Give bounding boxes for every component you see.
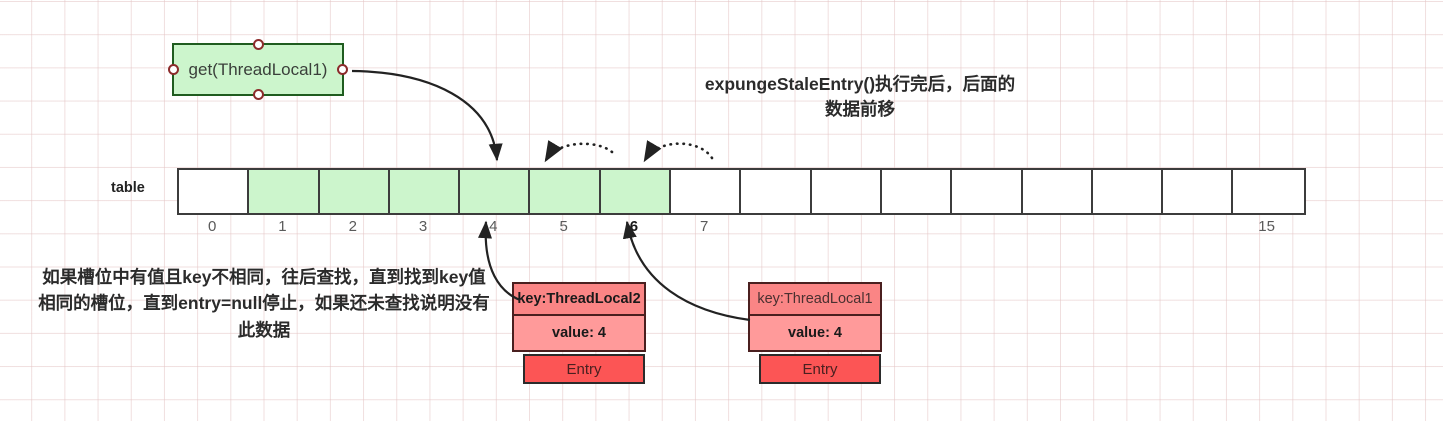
entry-key-cell: key:ThreadLocal1 [748,282,882,316]
table-index-0: 0 [207,218,217,235]
table-index-4: 4 [489,218,498,235]
entry-name-label: Entry [759,354,881,384]
table-cell-15[interactable] [1233,170,1304,213]
table-index-8 [739,218,809,238]
method-node-label: get(ThreadLocal1) [188,59,328,79]
table-index-15: 15 [1258,218,1275,235]
entry-name-label: Entry [523,354,645,384]
table-cell-10[interactable] [881,170,953,213]
table-index-14 [1161,218,1231,238]
table-cell-6[interactable] [600,170,672,213]
table-index-7: 7 [700,218,709,235]
connector-get-to-slot4 [351,69,503,162]
table-cell-8[interactable] [741,170,812,213]
connection-handle-left-icon[interactable] [168,64,179,75]
table-index-9 [810,218,880,238]
table-cell-4[interactable] [460,170,531,213]
table-cell-9[interactable] [811,170,882,213]
entry-value-cell: value: 4 [748,316,882,352]
table-index-3: 3 [418,218,428,235]
table-index-10 [880,218,950,238]
table-label: table [111,180,145,196]
table-cell-5[interactable] [530,170,601,213]
table-index-13 [1091,218,1161,238]
connection-handle-bottom-icon[interactable] [252,89,264,100]
table-cell-0[interactable] [179,170,250,213]
note-probe-rule: 如果槽位中有值且key不相同，往后查找，直到找到key值相同的槽位，直到entr… [38,267,490,340]
entry-value-cell: value: 4 [512,316,646,352]
connection-handle-top-icon[interactable] [252,39,264,50]
table-index-1: 1 [278,218,287,235]
table-cell-14[interactable] [1163,170,1234,213]
entry-box-threadlocal1: key:ThreadLocal1 value: 4 Entry [748,282,882,384]
table-cell-11[interactable] [952,170,1023,213]
connector-shift-6-to-5 [544,140,614,163]
note-expunge-stale-entry: expungeStaleEntry()执行完后，后面的数据前移 [704,74,1016,120]
table-cell-12[interactable] [1022,170,1093,213]
table-cell-3[interactable] [389,170,461,213]
table-cell-7[interactable] [671,170,742,213]
table-index-labels: 0 1 2 3 4 5 6 7 15 [177,218,1302,238]
entry-key-cell: key:ThreadLocal2 [512,282,646,316]
method-node-get-threadlocal1[interactable]: get(ThreadLocal1) [168,39,348,100]
table-cells [177,168,1306,215]
connection-handle-right-icon[interactable] [337,64,348,75]
table-index-5: 5 [559,218,568,235]
table-index-6: 6 [629,218,639,235]
table-index-12 [1021,218,1091,238]
entry-box-threadlocal2: key:ThreadLocal2 value: 4 Entry [512,282,646,384]
table-index-11 [950,218,1020,238]
connector-shift-7-to-6 [643,140,714,163]
table-index-2: 2 [348,218,357,235]
table-cell-2[interactable] [319,170,390,213]
table-cell-13[interactable] [1092,170,1164,213]
table-cell-1[interactable] [249,170,320,213]
